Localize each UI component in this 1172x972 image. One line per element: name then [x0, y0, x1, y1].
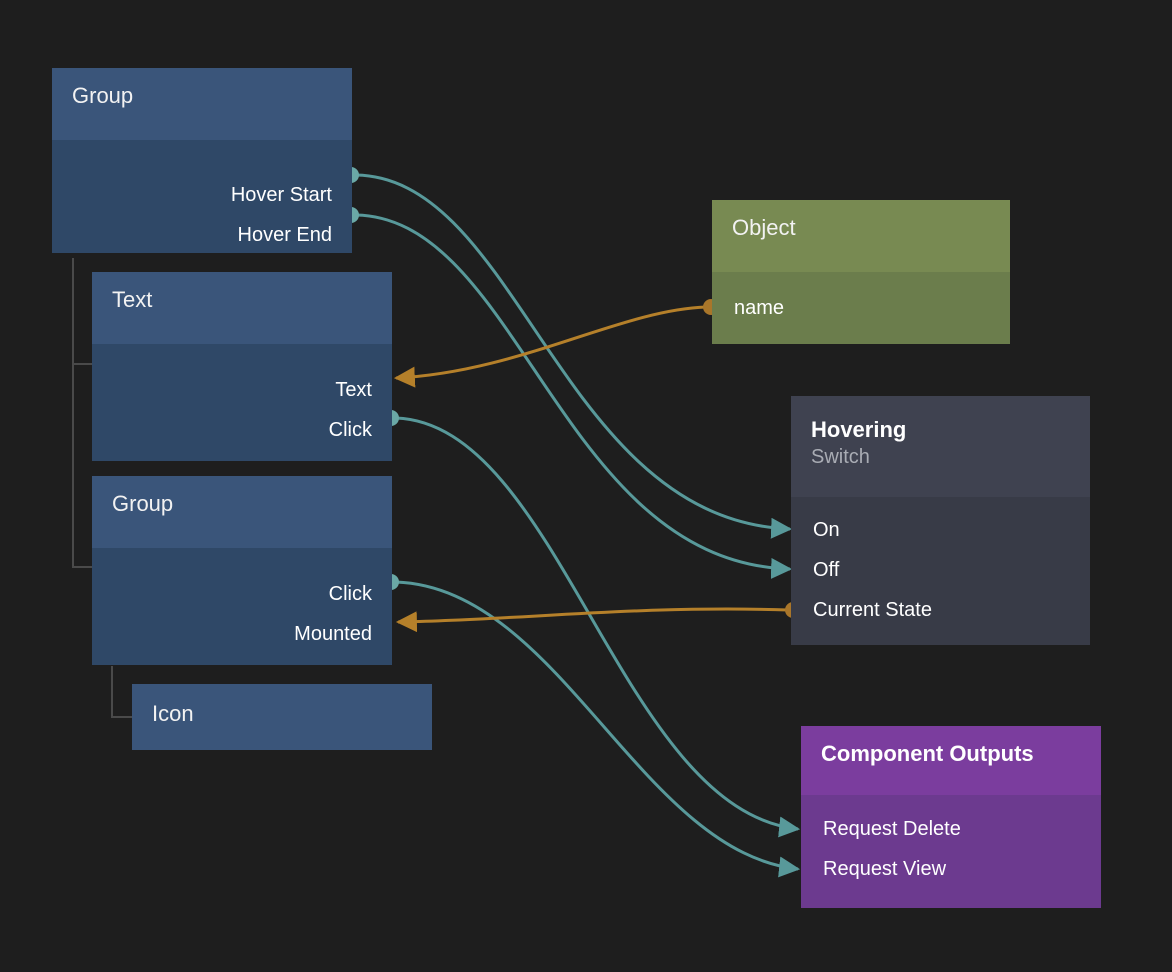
port-label: Request Delete — [823, 818, 961, 840]
port-label: Hover End — [237, 224, 333, 246]
edge-object-name-to-text — [393, 305, 707, 388]
port-request-view[interactable]: Request View — [823, 857, 946, 881]
node-object[interactable]: Object name — [712, 200, 1010, 344]
tree-line-root-branch-text — [72, 363, 92, 365]
node-title: Group — [72, 83, 134, 108]
port-label: Request View — [823, 858, 947, 880]
port-group-mounted[interactable]: Mounted — [294, 622, 372, 646]
node-title: Object — [732, 215, 796, 240]
node-title: Hovering — [811, 417, 907, 442]
port-text-click[interactable]: Click — [329, 418, 372, 442]
node-body: Text Click — [92, 344, 392, 461]
node-hovering[interactable]: Hovering Switch On Off Current State — [791, 396, 1090, 645]
port-hover-end[interactable]: Hover End — [238, 223, 333, 247]
node-body: name — [712, 272, 1010, 344]
port-hover-start[interactable]: Hover Start — [231, 183, 332, 207]
node-header: Hovering Switch — [791, 396, 1090, 497]
port-label: Current State — [813, 599, 932, 621]
node-header: Component Outputs — [801, 726, 1101, 795]
node-title: Component Outputs — [821, 741, 1034, 766]
edge-group-click-to-request-view — [395, 580, 801, 878]
port-hovering-current-state[interactable]: Current State — [813, 598, 932, 622]
port-label: Off — [813, 559, 840, 581]
node-group-child[interactable]: Group Click Mounted — [92, 476, 392, 665]
port-label: Click — [328, 583, 372, 605]
node-title: Group — [112, 491, 174, 516]
port-hovering-on[interactable]: On — [813, 518, 840, 542]
node-header: Object — [712, 200, 1010, 272]
port-group-click[interactable]: Click — [329, 582, 372, 606]
node-group-root[interactable]: Group Hover Start Hover End — [52, 68, 352, 253]
port-label: On — [813, 519, 840, 541]
node-header: Text — [92, 272, 392, 344]
edge-current-state-to-mounted — [395, 607, 789, 633]
port-request-delete[interactable]: Request Delete — [823, 817, 961, 841]
node-header: Group — [52, 68, 352, 140]
tree-line-group-vertical — [111, 666, 113, 718]
node-body: Hover Start Hover End — [52, 140, 352, 253]
port-label: Mounted — [294, 623, 372, 645]
node-body: On Off Current State — [791, 497, 1090, 645]
edge-text-click-to-request-delete — [395, 416, 801, 838]
node-body: Request Delete Request View — [801, 795, 1101, 908]
node-title: Icon — [152, 701, 194, 726]
node-body: Click Mounted — [92, 548, 392, 665]
port-text-input[interactable]: Text — [335, 378, 372, 402]
port-label: Text — [335, 379, 372, 401]
node-icon[interactable]: Icon — [132, 684, 432, 750]
port-label: name — [734, 297, 785, 319]
port-label: Hover Start — [230, 184, 332, 206]
tree-line-root-vertical — [72, 258, 74, 568]
node-header: Group — [92, 476, 392, 548]
node-title: Text — [112, 287, 153, 312]
port-label: Click — [328, 419, 372, 441]
port-hovering-off[interactable]: Off — [813, 558, 839, 582]
tree-line-root-branch-group — [72, 566, 92, 568]
tree-line-group-branch-icon — [111, 716, 132, 718]
port-object-name[interactable]: name — [734, 296, 784, 320]
node-header: Icon — [132, 684, 432, 750]
node-text[interactable]: Text Text Click — [92, 272, 392, 461]
node-subtitle: Switch — [811, 446, 870, 468]
node-component-outputs[interactable]: Component Outputs Request Delete Request… — [801, 726, 1101, 908]
